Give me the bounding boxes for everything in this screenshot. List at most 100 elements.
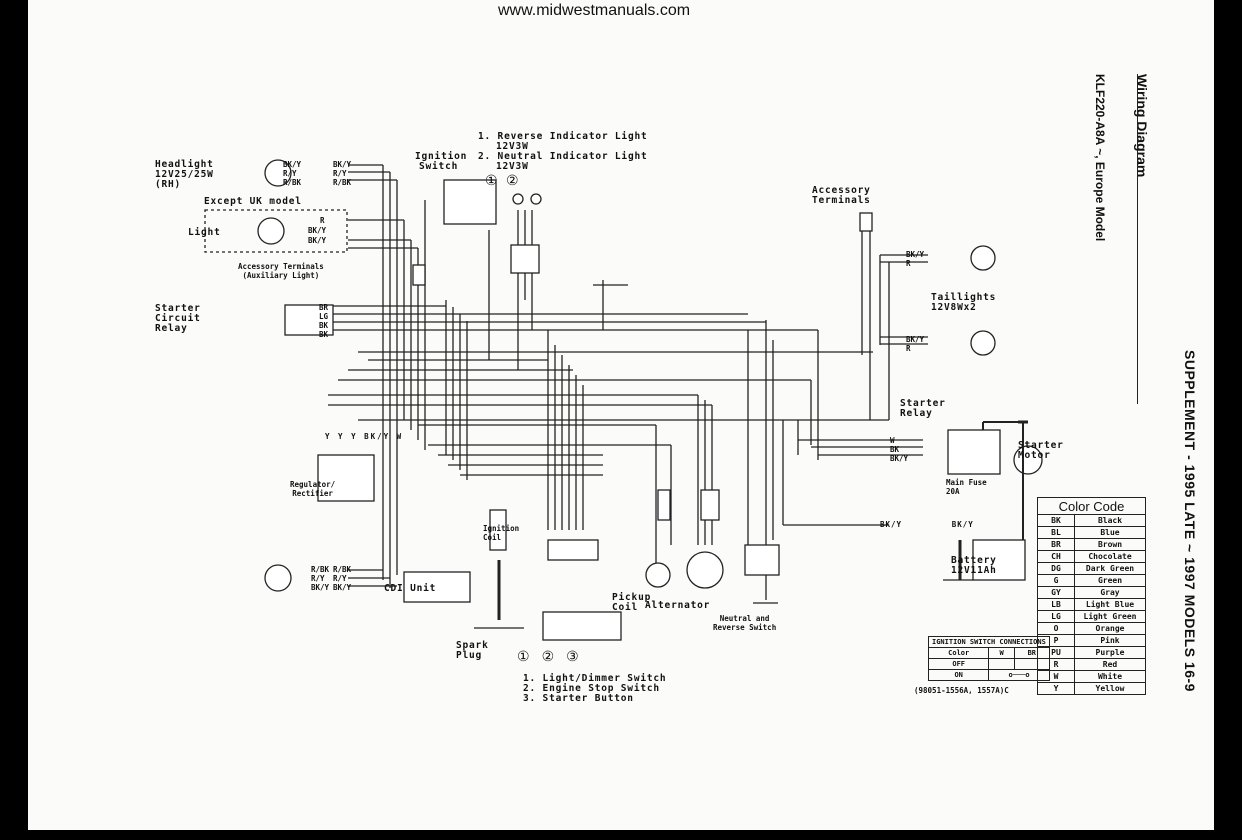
color-code-name: Chocolate bbox=[1074, 550, 1146, 563]
except-uk-frame bbox=[204, 209, 348, 253]
part-numbers: (98051-1556A, 1557A)C bbox=[914, 686, 1009, 695]
color-code-name: Light Blue bbox=[1074, 598, 1146, 611]
color-code-name: Orange bbox=[1074, 622, 1146, 635]
color-code-title: Color Code bbox=[1037, 497, 1146, 515]
starter-relay-box bbox=[947, 429, 1001, 475]
color-code-name: Gray bbox=[1074, 586, 1146, 599]
alternator-label: Alternator bbox=[645, 600, 711, 611]
reverse-indicator-bulb bbox=[512, 193, 524, 205]
except-uk-label: Except UK model bbox=[204, 196, 302, 207]
ground-symbols bbox=[474, 284, 1028, 629]
color-code-name: White bbox=[1074, 670, 1146, 683]
color-code-abbrev: LB bbox=[1037, 598, 1075, 611]
ign-connector bbox=[412, 264, 426, 286]
switch-connector bbox=[547, 539, 599, 561]
color-code-name: Red bbox=[1074, 658, 1146, 671]
ignition-table-title: IGNITION SWITCH CONNECTIONS bbox=[928, 636, 1050, 648]
starter-motor-circle bbox=[1013, 445, 1043, 475]
color-code-name: Blue bbox=[1074, 526, 1146, 539]
cdi-unit-box bbox=[403, 571, 471, 603]
component-shapes bbox=[204, 179, 1026, 641]
headlight-rh-bulb bbox=[264, 159, 292, 187]
alternator-circle bbox=[686, 551, 724, 589]
color-code-abbrev: O bbox=[1037, 622, 1075, 635]
accessory-aux-label: Accessory Terminals(Auxiliary Light) bbox=[238, 262, 324, 280]
alternator-connector bbox=[700, 489, 720, 521]
indicator-connector bbox=[510, 244, 540, 274]
indicator-numbers: ① ② bbox=[485, 173, 519, 189]
neutral-switch-box bbox=[744, 544, 780, 576]
starter-circuit-relay-box bbox=[284, 304, 334, 336]
color-code-abbrev: CH bbox=[1037, 550, 1075, 563]
regulator-label: Regulator/Rectifier bbox=[290, 480, 336, 498]
color-code-abbrev: GY bbox=[1037, 586, 1075, 599]
switch-numbers: ①②③ bbox=[517, 649, 591, 665]
pickup-coil-circle bbox=[645, 562, 671, 588]
regulator-box bbox=[317, 454, 375, 502]
color-code-abbrev: BK bbox=[1037, 514, 1075, 527]
color-code-name: Dark Green bbox=[1074, 562, 1146, 575]
wire-labels-battery-line: BK/Y BK/Y bbox=[880, 520, 974, 529]
headlight-lh-bulb bbox=[264, 564, 292, 592]
color-code-name: Light Green bbox=[1074, 610, 1146, 623]
taillight-lower-bulb bbox=[970, 330, 996, 356]
cdi-unit-label: CDI Unit bbox=[384, 583, 437, 594]
color-code-name: Brown bbox=[1074, 538, 1146, 551]
website-url: www.midwestmanuals.com bbox=[498, 2, 691, 19]
neutral-indicator-bulb bbox=[530, 193, 542, 205]
title-rule bbox=[1137, 74, 1138, 404]
switch-block-box bbox=[542, 611, 622, 641]
light-bulb bbox=[257, 217, 285, 245]
color-code-abbrev: BR bbox=[1037, 538, 1075, 551]
manual-page: www.midwestmanuals.com Wiring Diagram KL… bbox=[28, 0, 1214, 840]
pickup-connector bbox=[657, 489, 671, 521]
color-code-name: Green bbox=[1074, 574, 1146, 587]
harness-horizontals bbox=[328, 164, 928, 587]
bottom-border bbox=[0, 830, 1242, 840]
battery-box bbox=[972, 539, 1026, 581]
color-code-name: Black bbox=[1074, 514, 1146, 527]
accessory-terminal-block bbox=[859, 212, 873, 232]
light-label: Light bbox=[188, 227, 221, 238]
taillight-upper-bulb bbox=[970, 245, 996, 271]
circular-components bbox=[257, 159, 1043, 592]
color-code-name: Yellow bbox=[1074, 682, 1146, 695]
wire-labels-reg: Y Y Y BK/Y W bbox=[325, 432, 404, 441]
color-code-abbrev: G bbox=[1037, 574, 1075, 587]
color-code-name: Pink bbox=[1074, 634, 1146, 647]
color-code-name: Purple bbox=[1074, 646, 1146, 659]
color-code-abbrev: LG bbox=[1037, 610, 1075, 623]
